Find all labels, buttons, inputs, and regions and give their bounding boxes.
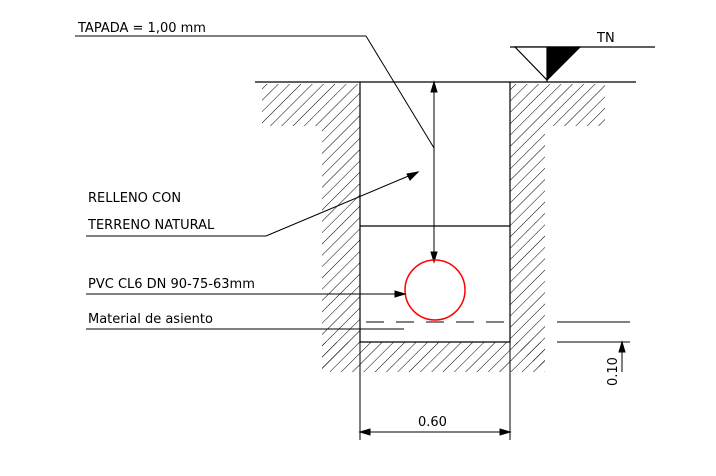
relleno-label-line1: RELLENO CON bbox=[88, 191, 181, 206]
relleno-leader bbox=[86, 171, 420, 237]
width-dimension-label: 0.60 bbox=[418, 415, 447, 430]
asiento-label: Material de asiento bbox=[88, 312, 213, 327]
tapada-dimension bbox=[430, 80, 438, 264]
tn-level-marker bbox=[510, 46, 655, 82]
soil-hatching bbox=[262, 84, 605, 372]
pipe-label: PVC CL6 DN 90-75-63mm bbox=[88, 277, 255, 292]
tn-label: TN bbox=[596, 31, 615, 46]
trench-outline bbox=[359, 82, 511, 343]
tapada-leader bbox=[75, 35, 435, 149]
pipe-leader bbox=[86, 290, 407, 298]
tapada-label: TAPADA = 1,00 mm bbox=[77, 21, 206, 36]
bedding-dimension bbox=[557, 321, 630, 372]
width-dimension bbox=[358, 342, 512, 440]
bedding-dimension-label: 0.10 bbox=[606, 357, 621, 386]
pvc-pipe bbox=[404, 259, 466, 321]
relleno-label-line2: TERRENO NATURAL bbox=[87, 218, 215, 233]
